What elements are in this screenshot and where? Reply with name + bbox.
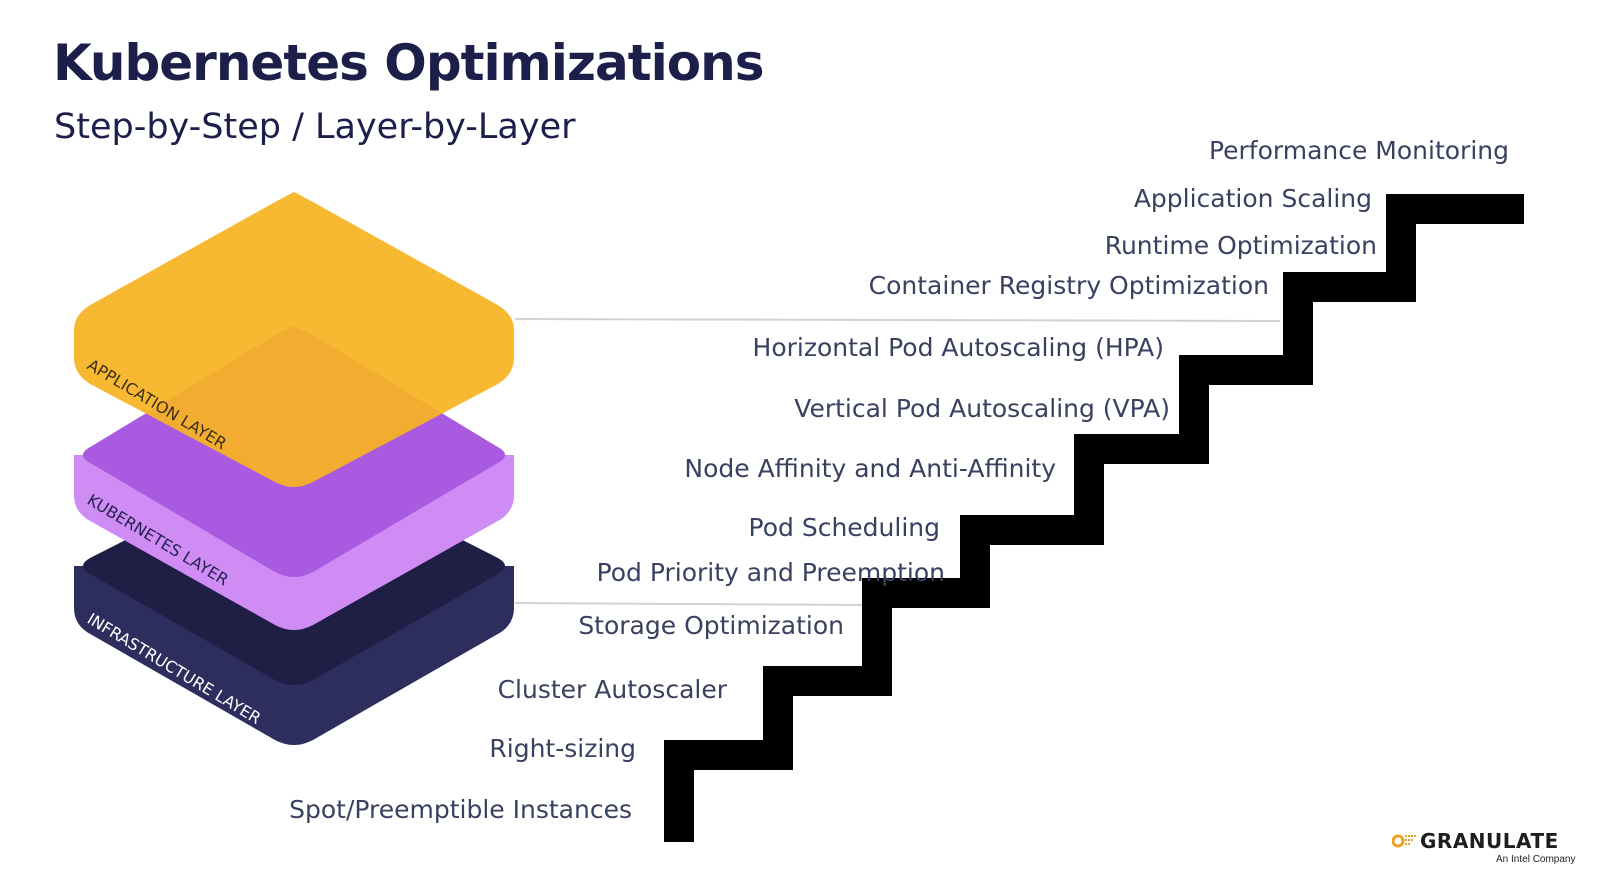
step-label-node-affinity: Node Affinity and Anti-Affinity bbox=[684, 454, 1056, 483]
granulate-dots-icon bbox=[1392, 834, 1416, 848]
step-label-cluster-autoscaler: Cluster Autoscaler bbox=[497, 675, 727, 704]
step-label-pod-scheduling: Pod Scheduling bbox=[748, 513, 940, 542]
logo-tagline: An Intel Company bbox=[1496, 854, 1576, 865]
infra-layer-separator-line bbox=[514, 602, 863, 606]
step-label-storage-optimization: Storage Optimization bbox=[578, 611, 844, 640]
application-layer-shape bbox=[74, 192, 514, 487]
step-label-application-scaling: Application Scaling bbox=[1133, 184, 1372, 213]
step-label-runtime-optimization: Runtime Optimization bbox=[1104, 231, 1377, 260]
step-label-vpa: Vertical Pod Autoscaling (VPA) bbox=[794, 394, 1170, 423]
step-label-pod-priority: Pod Priority and Preemption bbox=[596, 558, 945, 587]
step-label-spot-instances: Spot/Preemptible Instances bbox=[289, 795, 632, 824]
step-label-container-registry: Container Registry Optimization bbox=[868, 271, 1269, 300]
staircase-path bbox=[664, 194, 1524, 842]
logo-wordmark: GRANULATE bbox=[1420, 829, 1559, 853]
granulate-logo: GRANULATE An Intel Company bbox=[1392, 829, 1592, 870]
app-layer-separator-line bbox=[514, 318, 1281, 322]
page-subtitle: Step-by-Step / Layer-by-Layer bbox=[54, 107, 576, 147]
page-title: Kubernetes Optimizations bbox=[53, 34, 764, 92]
application-layer: APPLICATION LAYER bbox=[74, 192, 514, 487]
step-label-hpa: Horizontal Pod Autoscaling (HPA) bbox=[752, 333, 1164, 362]
step-label-right-sizing: Right-sizing bbox=[489, 734, 636, 763]
step-label-performance-monitoring: Performance Monitoring bbox=[1208, 136, 1509, 165]
